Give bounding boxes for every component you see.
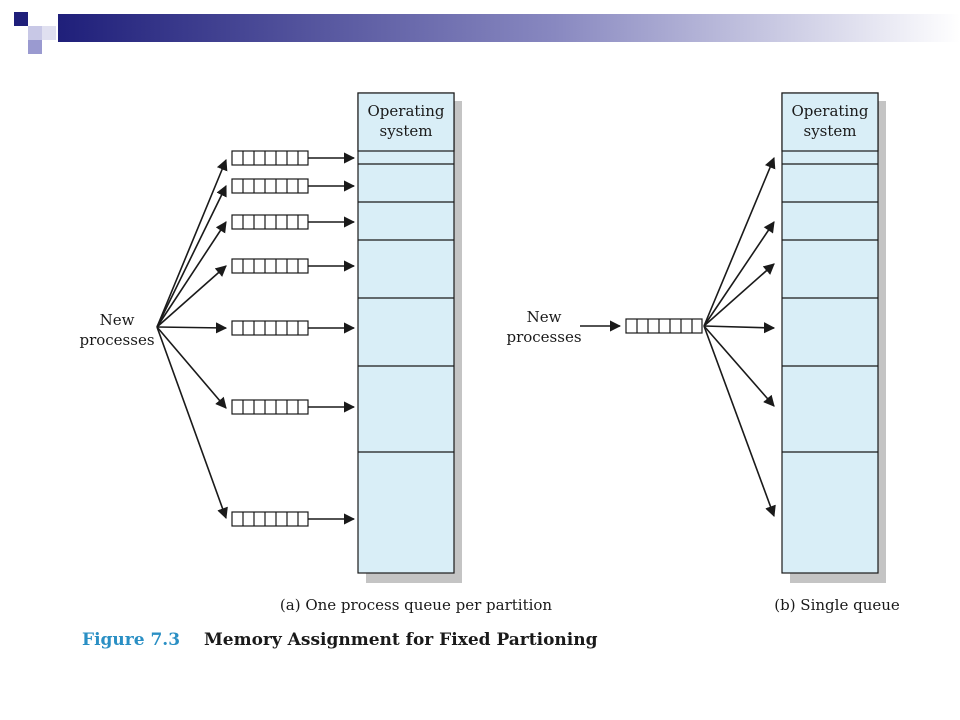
fan-arrow-a-1 xyxy=(156,158,228,328)
fan-arrows-b xyxy=(703,156,776,518)
fan-arrow-b-4 xyxy=(703,322,776,334)
os-label-a-line1: Operating xyxy=(368,102,445,120)
header-square-mid xyxy=(28,40,42,54)
memory-block-b xyxy=(781,92,879,574)
fan-arrow-b-6 xyxy=(703,325,776,518)
fan-arrow-a-6 xyxy=(156,326,227,409)
caption-b: (b) Single queue xyxy=(774,596,900,614)
queue-a-6 xyxy=(231,399,309,415)
caption-a: (a) One process queue per partition xyxy=(280,596,553,614)
os-label-b-line2: system xyxy=(804,122,857,140)
os-region-b xyxy=(781,92,879,152)
fan-arrow-a-2 xyxy=(156,184,227,328)
header-square-dark xyxy=(14,12,28,26)
fan-arrow-a-5 xyxy=(156,322,228,334)
new-processes-label-a-line1: New xyxy=(100,311,135,329)
fan-arrow-b-1 xyxy=(703,156,776,327)
panel-a: Operating system New processes xyxy=(79,92,553,614)
header-gradient-bar xyxy=(58,14,960,42)
fan-arrow-b-5 xyxy=(703,325,775,407)
queue-a-5 xyxy=(231,320,309,336)
fan-arrows-a xyxy=(156,158,228,520)
figure-title: Memory Assignment for Fixed Partioning xyxy=(203,630,598,650)
fan-arrow-a-7 xyxy=(156,326,228,520)
queue-output-arrows-a xyxy=(308,152,356,525)
queue-a-3 xyxy=(231,214,309,230)
figure-number: Figure 7.3 xyxy=(82,630,181,650)
fan-arrow-b-2 xyxy=(703,221,775,327)
fan-arrow-b-3 xyxy=(703,263,775,327)
new-processes-label-b-line2: processes xyxy=(506,328,581,346)
figure-caption: Figure 7.3 Memory Assignment for Fixed P… xyxy=(82,630,597,650)
header-square-light xyxy=(28,26,42,40)
os-label-b-line1: Operating xyxy=(792,102,869,120)
new-processes-label-a-line2: processes xyxy=(79,331,154,349)
fan-arrow-a-3 xyxy=(156,221,227,328)
os-region-a xyxy=(357,92,455,152)
queue-a-4 xyxy=(231,258,309,274)
os-label-a-line2: system xyxy=(380,122,433,140)
partition-dividers-b xyxy=(782,163,878,453)
slide-header-decoration xyxy=(14,12,960,54)
partition-dividers-a xyxy=(358,163,454,453)
panel-b: Operating system New processes (b) Singl… xyxy=(506,92,900,614)
queue-a-1 xyxy=(231,150,309,166)
queue-a-7 xyxy=(231,511,309,527)
header-square-pale xyxy=(42,26,56,40)
single-queue-b xyxy=(625,318,703,334)
new-processes-label-b-line1: New xyxy=(527,308,562,326)
fan-arrow-a-4 xyxy=(156,265,227,328)
queue-a-2 xyxy=(231,178,309,194)
memory-block-a xyxy=(357,92,455,574)
